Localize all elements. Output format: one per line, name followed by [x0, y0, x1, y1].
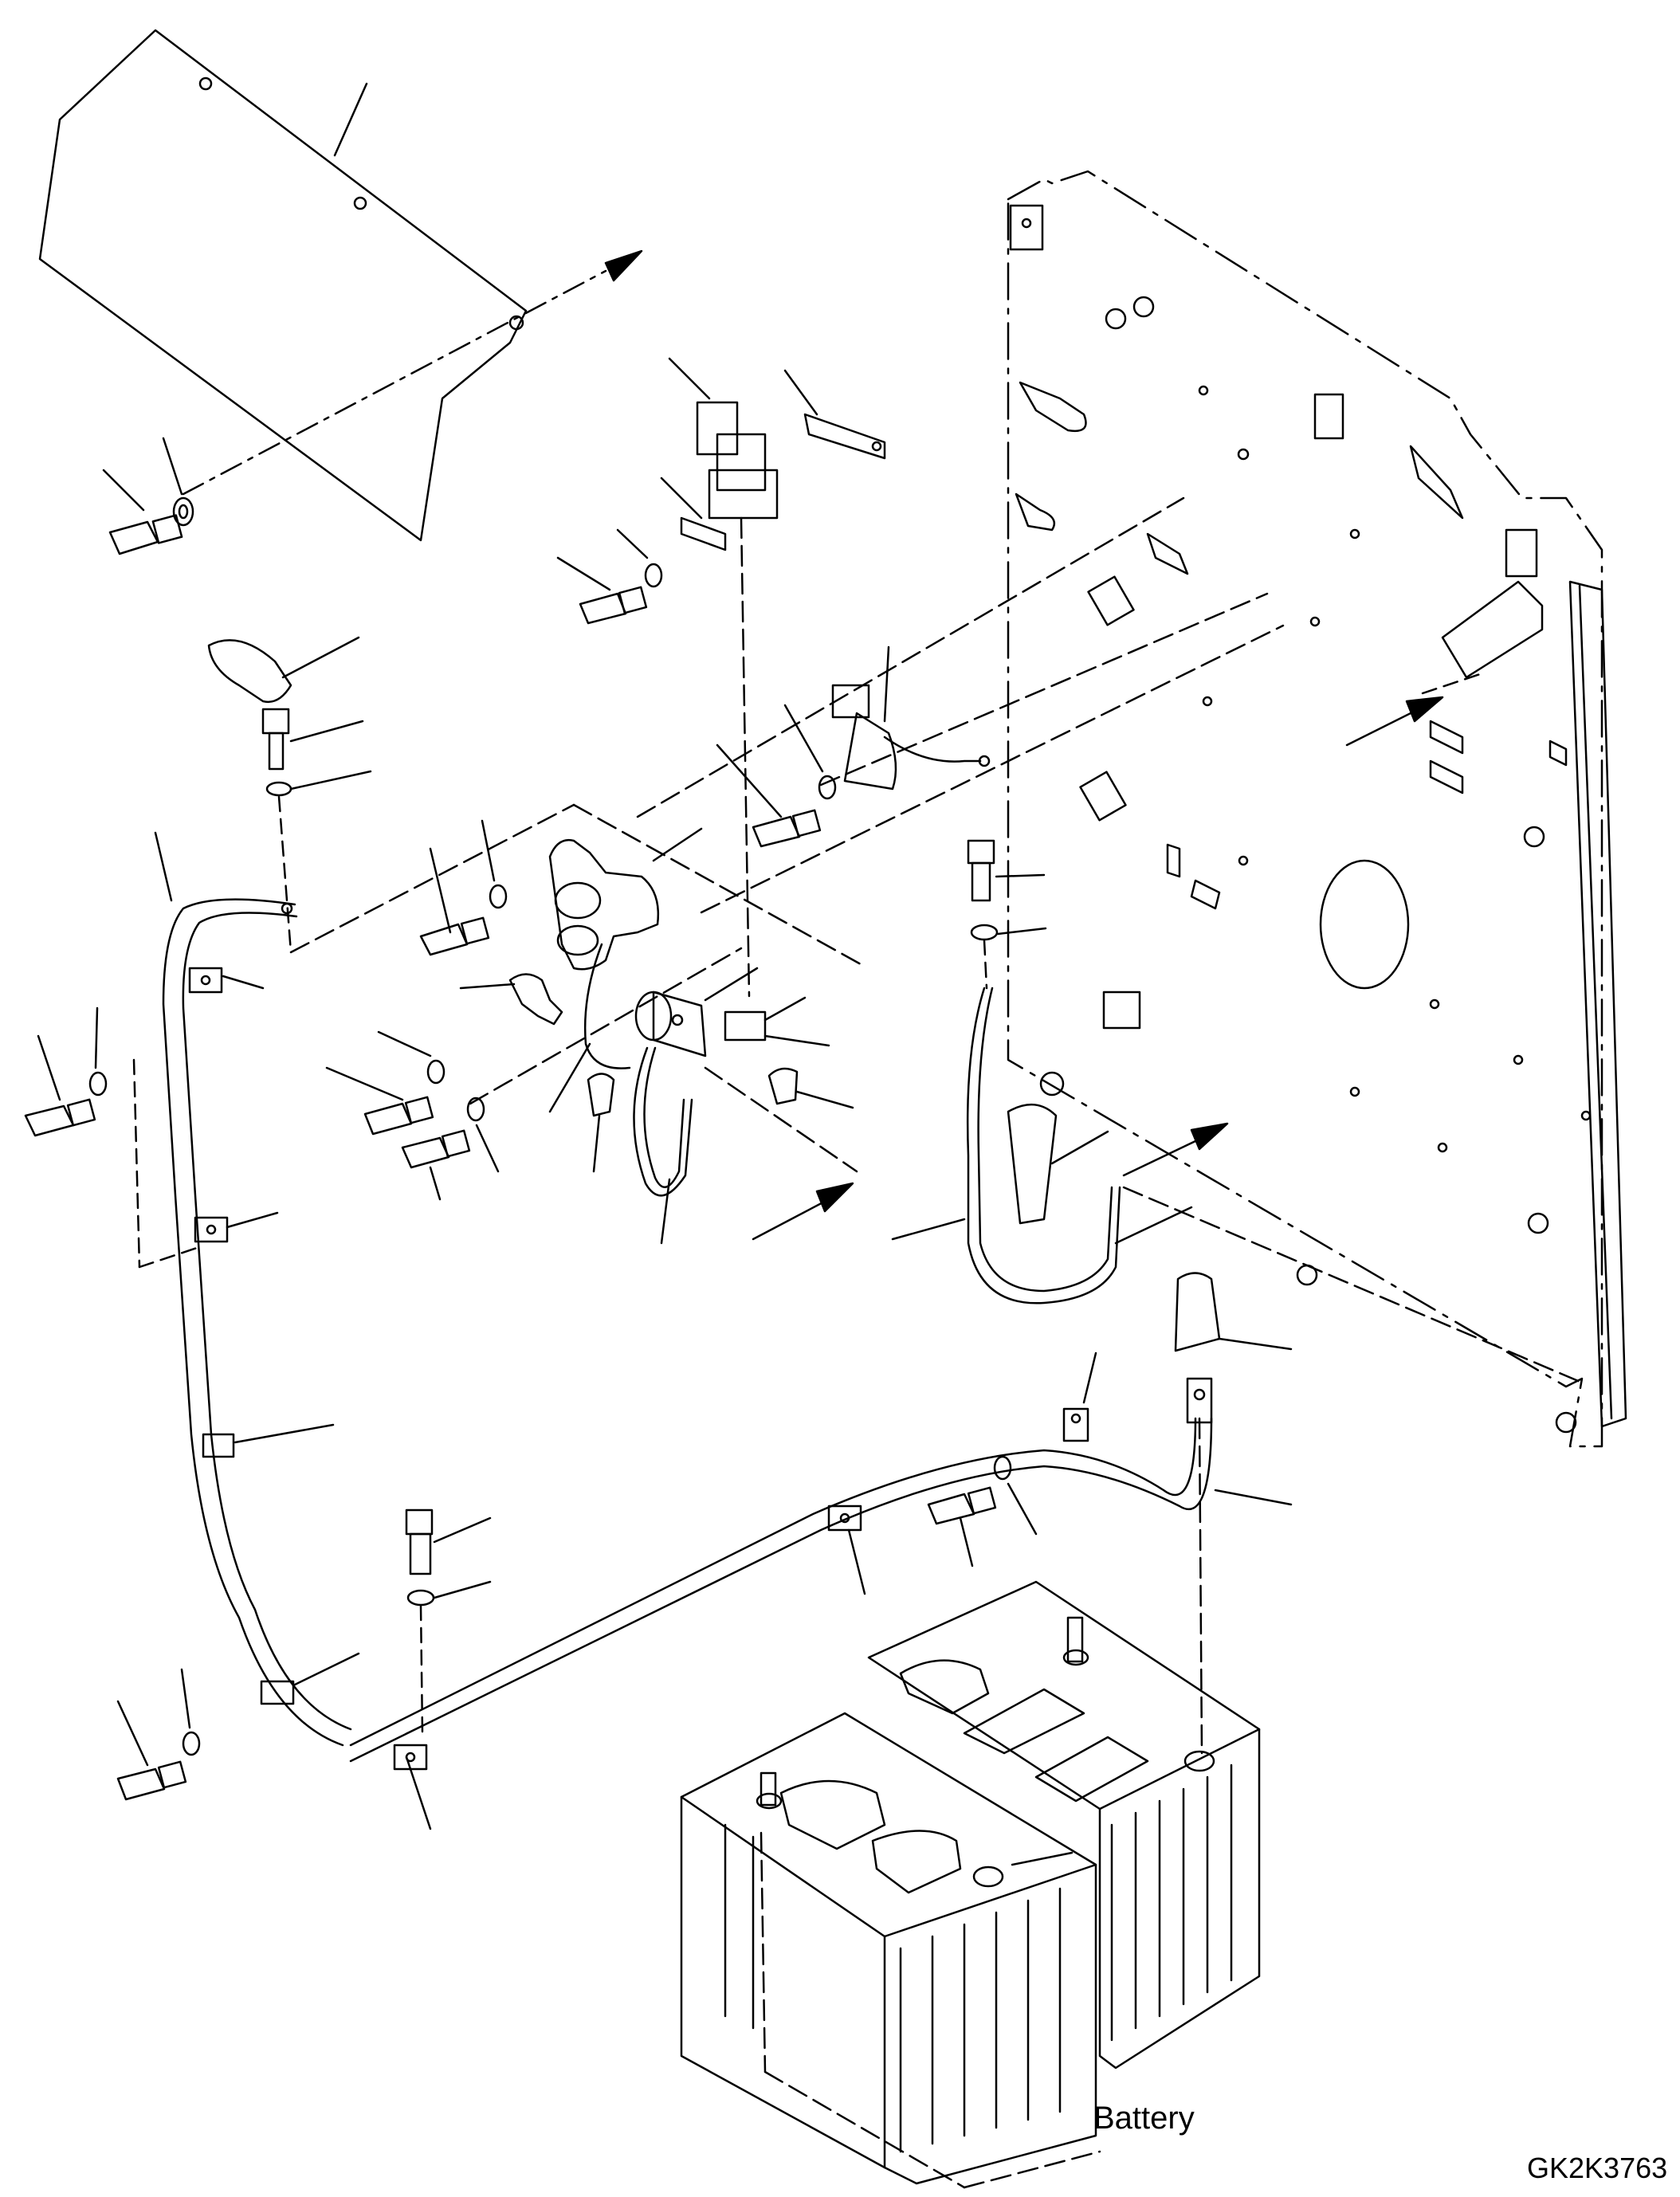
frame-dash-inner	[1423, 673, 1482, 693]
battery-unit-front	[681, 1713, 1096, 2183]
harness-dash-3	[701, 626, 1283, 912]
cover-arrow-head	[606, 251, 642, 281]
frame-panel	[1008, 171, 1602, 1446]
battery-dash-frame	[761, 1833, 1100, 2187]
frame-features	[1011, 206, 1590, 1432]
left-dash-box-bottom	[139, 1247, 199, 1267]
bottom-washer-right	[995, 1457, 1036, 1534]
switch-arrow-line	[753, 1199, 829, 1239]
harness-dash-1	[638, 498, 1183, 817]
battery-label: Battery	[1093, 2101, 1195, 2136]
relay-washer	[618, 530, 661, 587]
relay-bracket-right	[785, 371, 885, 458]
bottom-dash-drop	[421, 1606, 422, 1733]
cover-axis-arrow	[183, 271, 606, 494]
frame-edge-rail	[1411, 446, 1626, 1426]
cover-bolt	[104, 470, 182, 554]
switch-arrow-head	[817, 1183, 853, 1211]
cable-clamp-6	[829, 1506, 865, 1594]
switch-lower-bolt-2	[402, 1131, 469, 1199]
left-bolt-1	[26, 1036, 95, 1136]
main-cable-left	[155, 833, 351, 1745]
right-dash-drop	[984, 940, 987, 988]
battery-unit-back	[869, 1582, 1259, 2068]
battery-disconnect-switch	[550, 829, 701, 969]
relay-connector	[725, 998, 829, 1046]
ground-boot	[1008, 1104, 1108, 1223]
relay-dash-drop	[741, 518, 749, 996]
switch-dash-diag	[470, 948, 741, 1104]
drawing-code-label: GK2K3763	[1527, 2152, 1668, 2184]
battery-dash-drop	[1199, 1418, 1202, 1753]
wire-to-switch	[550, 944, 630, 1112]
switch-lower-bolt-1	[327, 1068, 433, 1134]
switch-bolt	[421, 849, 489, 955]
right-bolt	[968, 841, 1044, 900]
cover-washer	[163, 438, 193, 525]
bottom-bolt-center	[406, 1510, 490, 1574]
cap-bolt	[263, 709, 363, 769]
cable-clamp-7	[1064, 1353, 1096, 1441]
small-terminal-cap	[461, 975, 562, 1025]
left-bolt-2	[118, 1701, 186, 1799]
left-washer-2	[182, 1669, 199, 1755]
terminal-boot	[1176, 1273, 1291, 1352]
cover-plate	[40, 30, 526, 540]
harness-washer	[785, 705, 835, 798]
relay-bolt	[558, 558, 646, 623]
harness-bolt	[717, 745, 820, 846]
left-washer-1	[90, 1008, 106, 1095]
bottom-bolt-right	[928, 1488, 995, 1566]
switch-lower-washer-2	[468, 1098, 498, 1171]
short-cable	[634, 1048, 692, 1243]
switch-washer	[482, 821, 506, 908]
relay	[669, 359, 777, 518]
harness-connector	[833, 647, 989, 789]
ground-cable	[893, 988, 1191, 1303]
harness-dash-2	[821, 594, 1267, 785]
cable-end-connector	[1187, 1379, 1291, 1505]
cap-washer	[267, 771, 371, 795]
cable-clamp-1	[190, 968, 263, 992]
ground-arrow-head	[1191, 1124, 1227, 1149]
cable-clamp-4	[261, 1654, 359, 1704]
ground-dash	[1124, 1187, 1582, 1383]
frame-arrow-head	[1407, 697, 1443, 721]
left-dash-box	[134, 1060, 139, 1267]
cable-clamp-3	[203, 1425, 333, 1457]
starter-relay	[636, 968, 757, 1056]
small-boot	[588, 1074, 614, 1172]
terminal-cap	[209, 638, 359, 702]
cap-dash-drop	[279, 797, 291, 952]
relay-bracket-left	[661, 478, 725, 550]
relay-cap	[769, 1069, 853, 1108]
cable-clamp-5	[394, 1745, 426, 1769]
switch-lower-washer-1	[379, 1032, 444, 1083]
cable-clamp-2	[195, 1213, 277, 1242]
switch-assembly-box	[291, 805, 861, 1171]
bottom-washer-center	[408, 1582, 490, 1605]
